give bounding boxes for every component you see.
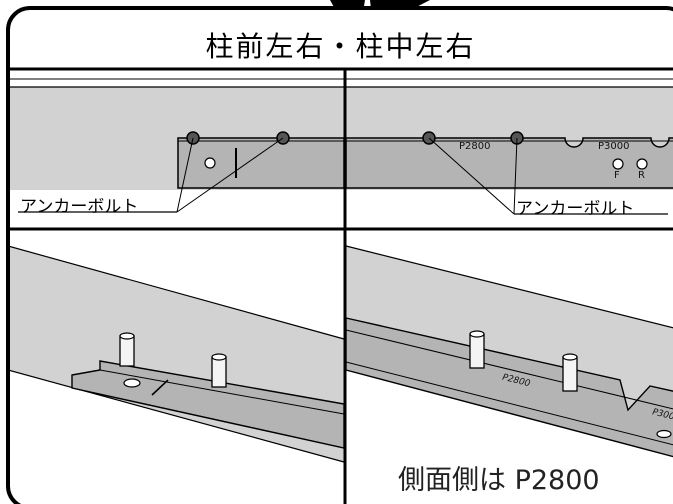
right-post-1 [469,333,485,369]
left-channel-hole [123,378,141,388]
left-plate [177,137,345,189]
label-f: F [614,170,620,181]
left-callout-label: アンカーボルト [20,197,139,217]
hole-f [612,158,624,170]
side-note: 側面側は P2800 [398,465,600,496]
right-callout-label: アンカーボルト [516,199,635,219]
right-post-2 [562,356,578,392]
left-post-2 [211,356,227,388]
right-channel [345,317,673,461]
left-post-1 [119,335,135,367]
outer-frame [6,6,673,504]
label-r: R [638,170,645,181]
page-title: 柱前左右・柱中左右 [205,29,476,63]
hole-r [636,158,648,170]
label-p3000: P3000 [598,141,630,152]
label-p2800: P2800 [459,141,491,152]
left-plate-hole [204,157,216,169]
